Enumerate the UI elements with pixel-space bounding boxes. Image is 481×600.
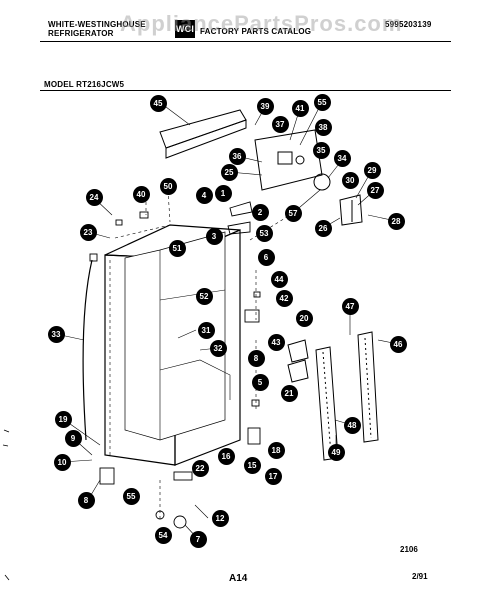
edge-marks xyxy=(2,429,10,581)
date-code: 2/91 xyxy=(412,572,428,581)
callout: 7 xyxy=(189,530,207,548)
cabinet-outline xyxy=(104,224,241,466)
callout: 36 xyxy=(228,147,246,165)
callout: 6 xyxy=(257,248,275,266)
header-rule-model xyxy=(40,90,451,91)
callout: 12 xyxy=(211,509,229,527)
drain-tube xyxy=(82,259,93,441)
callout: 37 xyxy=(271,115,289,133)
header-rule-top xyxy=(40,41,451,42)
top-panel xyxy=(159,109,247,159)
callout: 8 xyxy=(77,491,95,509)
callout: 54 xyxy=(154,526,172,544)
callout: 16 xyxy=(217,447,235,465)
callout: 15 xyxy=(243,456,261,474)
callout: 33 xyxy=(47,325,65,343)
callout: 53 xyxy=(255,224,273,242)
callout: 47 xyxy=(341,297,359,315)
callout: 29 xyxy=(363,161,381,179)
callout: 55 xyxy=(122,487,140,505)
callout: 21 xyxy=(280,384,298,402)
catalog-title: FACTORY PARTS CATALOG xyxy=(200,27,312,36)
callout: 2 xyxy=(251,203,269,221)
callout: 17 xyxy=(264,467,282,485)
callout: 23 xyxy=(79,223,97,241)
door-strips xyxy=(315,331,379,461)
callout: 38 xyxy=(314,118,332,136)
callout: 51 xyxy=(168,239,186,257)
callout: 39 xyxy=(256,97,274,115)
callout: 32 xyxy=(209,339,227,357)
appliance-type: REFRIGERATOR xyxy=(48,29,114,38)
page-code: A14 xyxy=(229,573,248,584)
callout: 30 xyxy=(341,171,359,189)
callout: 42 xyxy=(275,289,293,307)
callout: 9 xyxy=(64,429,82,447)
callout: 43 xyxy=(267,333,285,351)
brand-name: WHITE-WESTINGHOUSE xyxy=(48,20,146,29)
callout: 34 xyxy=(333,149,351,167)
callout: 3 xyxy=(205,227,223,245)
callout: 24 xyxy=(85,188,103,206)
callout: 26 xyxy=(314,219,332,237)
callout: 46 xyxy=(389,335,407,353)
callout: 40 xyxy=(132,185,150,203)
callout: 8 xyxy=(247,349,265,367)
callout: 20 xyxy=(295,309,313,327)
callout: 41 xyxy=(291,99,309,117)
callout: 10 xyxy=(53,453,71,471)
callout: 52 xyxy=(195,287,213,305)
control-panel-back xyxy=(254,129,323,191)
callout: 4 xyxy=(195,186,213,204)
callout: 5 xyxy=(251,373,269,391)
callout: 45 xyxy=(149,94,167,112)
callout: 50 xyxy=(159,177,177,195)
callout: 27 xyxy=(366,181,384,199)
callout: 35 xyxy=(312,141,330,159)
wci-logo: WCI xyxy=(175,20,195,38)
callout: 31 xyxy=(197,321,215,339)
callout: 25 xyxy=(220,163,238,181)
catalog-number: 5995203139 xyxy=(385,20,432,29)
callout: 18 xyxy=(267,441,285,459)
callout: 57 xyxy=(284,204,302,222)
shelf-supports xyxy=(287,339,309,383)
callout: 55 xyxy=(313,93,331,111)
callout: 1 xyxy=(214,184,232,202)
watermark-text: AppliancePartsPros.com xyxy=(120,11,403,36)
callout: 19 xyxy=(54,410,72,428)
callout: 49 xyxy=(327,443,345,461)
thermostat-parts xyxy=(313,173,363,226)
callout: 44 xyxy=(270,270,288,288)
model-number: MODEL RT216JCW5 xyxy=(44,80,125,89)
drawing-number: 2106 xyxy=(400,545,418,554)
callout: 28 xyxy=(387,212,405,230)
callout: 22 xyxy=(191,459,209,477)
callout: 48 xyxy=(343,416,361,434)
